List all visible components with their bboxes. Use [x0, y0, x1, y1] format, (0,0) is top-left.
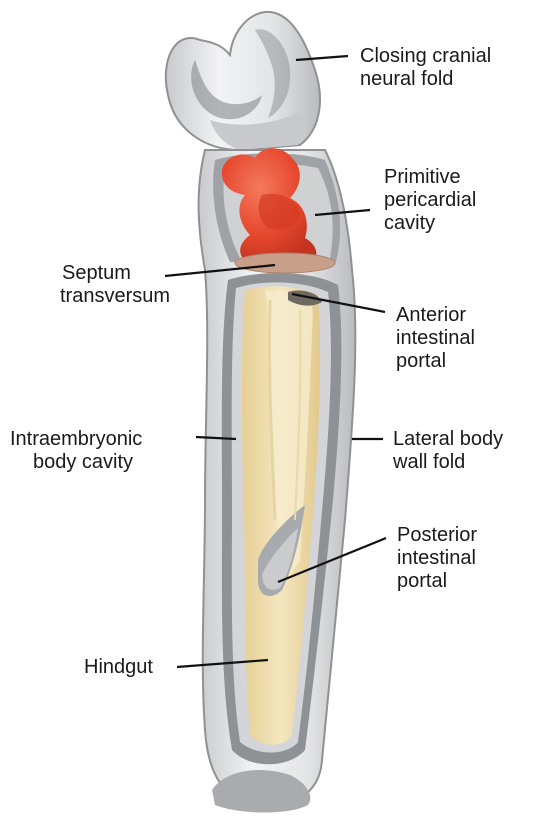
- label-posterior-intestinal-portal: Posterior intestinal portal: [397, 524, 477, 593]
- label-line: Lateral body: [393, 428, 504, 450]
- label-line: Posterior: [397, 524, 478, 546]
- label-line: wall fold: [393, 451, 466, 473]
- leader-intraembryonic: [195, 435, 237, 441]
- leader-pericardial: [314, 208, 371, 217]
- label-line: Hindgut: [84, 656, 153, 678]
- label-closing-cranial-neural-fold: Closing cranial neural fold: [360, 45, 491, 91]
- label-line: body cavity: [33, 451, 134, 473]
- label-anterior-intestinal-portal: Anterior intestinal portal: [396, 304, 475, 373]
- cranial-neural-fold: [164, 10, 321, 152]
- label-line: Primitive: [384, 166, 461, 188]
- label-primitive-pericardial-cavity: Primitive pericardial cavity: [384, 166, 476, 235]
- label-line: Anterior: [396, 304, 467, 326]
- gut-tube: [241, 286, 322, 745]
- leader-hindgut: [176, 658, 269, 669]
- septum-transversum-shape: [234, 252, 336, 274]
- leader-posterior: [277, 536, 387, 584]
- label-line: cavity: [384, 212, 436, 234]
- label-intraembryonic-body-cavity: Intraembryonic body cavity: [10, 428, 142, 474]
- label-line: Intraembryonic: [10, 428, 143, 450]
- primitive-heart: [221, 148, 317, 262]
- leader-anterior: [291, 292, 386, 314]
- leader-septum: [164, 263, 276, 278]
- label-line: portal: [396, 350, 447, 372]
- label-line: Septum: [62, 262, 131, 284]
- label-lateral-body-wall-fold: Lateral body wall fold: [393, 428, 503, 474]
- label-line: neural fold: [360, 68, 454, 90]
- label-line: intestinal: [396, 327, 475, 349]
- label-line: transversum: [60, 285, 171, 307]
- label-septum-transversum: Septum transversum: [60, 262, 170, 308]
- label-line: intestinal: [397, 547, 476, 569]
- label-hindgut: Hindgut: [84, 656, 153, 679]
- leader-lines: [164, 54, 387, 669]
- leader-closing-cranial: [295, 54, 349, 62]
- label-line: Closing cranial: [360, 45, 492, 67]
- label-line: portal: [397, 570, 448, 592]
- label-line: pericardial: [384, 189, 477, 211]
